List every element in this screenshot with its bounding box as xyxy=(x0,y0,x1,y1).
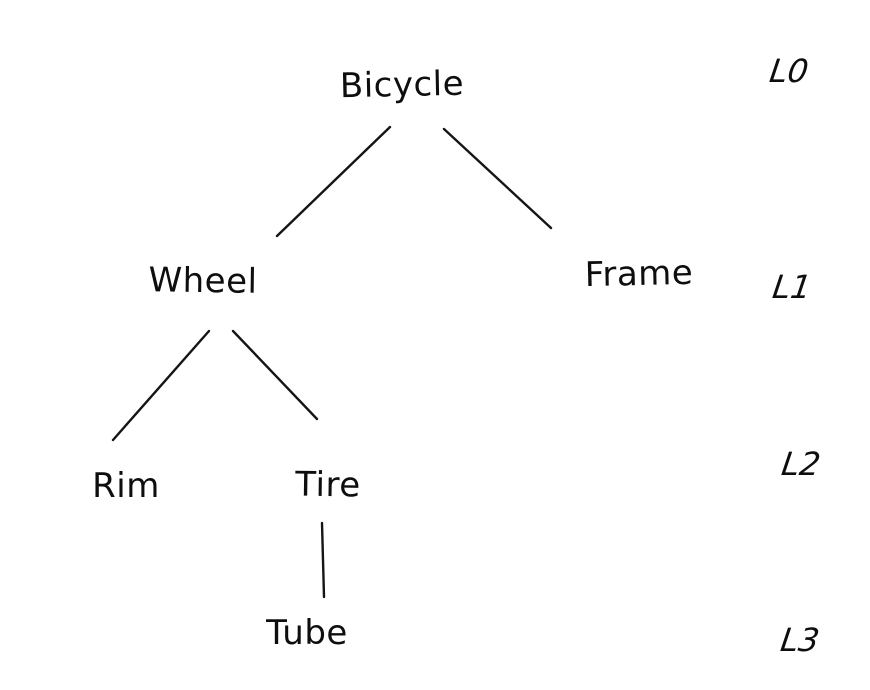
tree-node-wheel: Wheel xyxy=(148,260,258,302)
edge-wheel-rim xyxy=(111,329,211,442)
level-label-l3: L3 xyxy=(778,621,822,659)
tree-node-frame: Frame xyxy=(584,252,694,296)
tree-node-tube: Tube xyxy=(266,613,348,653)
level-label-l0: L0 xyxy=(767,52,811,90)
edge-bicycle-frame xyxy=(442,127,553,230)
level-label-l2: L2 xyxy=(779,445,823,483)
tree-node-rim: Rim xyxy=(92,466,160,506)
tree-node-tire: Tire xyxy=(295,464,361,506)
tree-node-bicycle: Bicycle xyxy=(339,63,465,107)
level-label-l1: L1 xyxy=(770,268,814,306)
edge-bicycle-wheel xyxy=(275,125,392,238)
edge-tire-tube xyxy=(320,521,326,599)
edge-wheel-tire xyxy=(231,329,319,421)
